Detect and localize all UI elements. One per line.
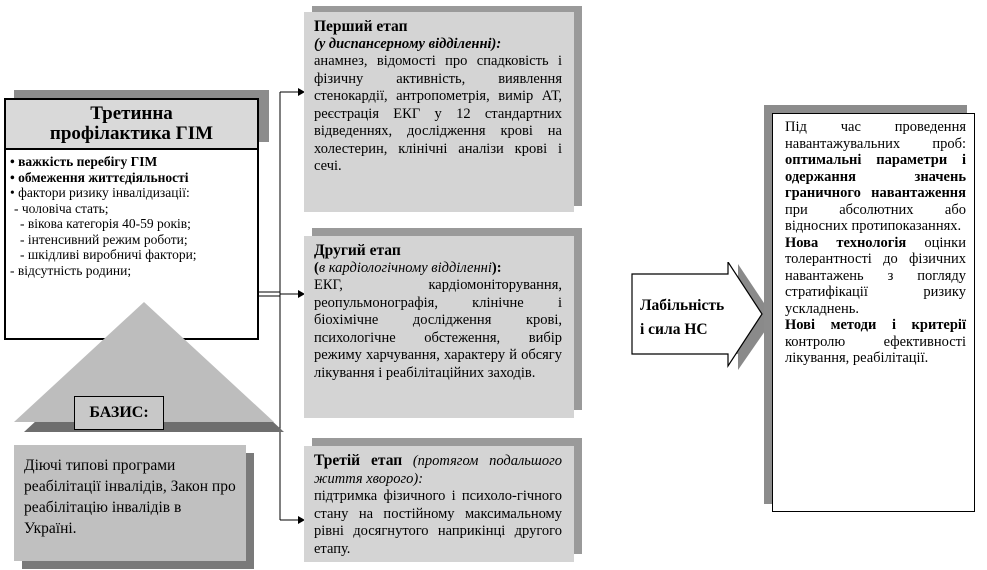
stage2-title: Другий етап	[314, 242, 401, 259]
stage2-subtitle: (в кардіологічному відділенні):	[314, 260, 562, 278]
testing-description-box: Під час проведення навантажувальних проб…	[772, 113, 975, 512]
stage2-subtitle-open: (	[314, 259, 319, 276]
stage1-text: анамнез, відомості про спадковість і фіз…	[314, 53, 562, 174]
list-item-limitation: • обмеження життєдіяльності	[10, 169, 189, 185]
risk-factor-list: • важкість перебігу ГІМ • обмеження житт…	[10, 154, 250, 278]
list-item-age: - вікова категорія 40-59 років;	[20, 216, 191, 231]
basis-text-box: Діючі типові програми реабілітації інвал…	[14, 445, 246, 561]
basis-text: Діючі типові програми реабілітації інвал…	[24, 457, 236, 537]
main-title-text: Третинна профілактика ГІМ	[49, 103, 214, 144]
stage3-heading: Третій етап (протягом подальшого життя х…	[314, 452, 562, 488]
arrowhead-stage2	[298, 290, 305, 298]
main-title: Третинна профілактика ГІМ	[4, 98, 259, 150]
right-p2-tail: оцінки толерантності до фізичних наванта…	[785, 234, 966, 317]
stage2-subtitle-italic: в кардіологічному відділенні	[318, 259, 492, 276]
arrowhead-stage3	[298, 516, 305, 524]
right-p3-bold: Нові методи і критерії	[785, 317, 966, 333]
right-p1-plain: Під час проведення навантажувальних проб…	[785, 119, 966, 152]
stage3-text: підтримка фізичного і психоло-гічного ст…	[314, 488, 562, 557]
list-item-hazard: - шкідливі виробничі фактори;	[20, 247, 197, 262]
right-p1-tail: при абсолютних або відносних протипоказа…	[785, 201, 966, 235]
arrow-shape	[631, 262, 774, 370]
basis-label-box: БАЗИС:	[74, 396, 164, 430]
basis-label: БАЗИС:	[89, 404, 149, 421]
list-item-severity: • важкість перебігу ГІМ	[10, 154, 158, 169]
list-item-work: - інтенсивний режим роботи;	[20, 231, 188, 247]
arrow-label-line1: Лабільність	[640, 297, 725, 314]
stage1-title: Перший етап	[314, 18, 408, 35]
arrow-body	[631, 262, 763, 369]
stage1-box: Перший етап (у диспансерному відділенні)…	[304, 12, 574, 212]
stage3-subtitle: (протягом подальшого життя хворого):	[314, 453, 562, 487]
arrowhead-stage1	[298, 88, 305, 96]
stage3-box: Третій етап (протягом подальшого життя х…	[304, 446, 574, 562]
arrow-label-line2: і сила НС	[640, 321, 708, 338]
right-p3-tail: контролю ефективності лікування, реабілі…	[785, 333, 966, 367]
right-p2-bold: Нова технологія	[785, 234, 907, 251]
arrow-label: Лабільність і сила НС	[640, 294, 735, 342]
list-item-male: - чоловіча стать;	[14, 200, 109, 216]
stage1-subtitle: (у диспансерному відділенні):	[314, 35, 502, 52]
stage2-subtitle-close: ):	[491, 259, 502, 276]
list-item-risk-factors: • фактори ризику інвалідизації:	[10, 185, 190, 200]
right-p1-bold: оптимальні параметри і одержання значень…	[785, 152, 966, 201]
stage2-text: ЕКГ, кардіомоніторування, реопульмоногра…	[314, 277, 562, 381]
stage3-title: Третій етап	[314, 452, 403, 469]
stage2-box: Другий етап (в кардіологічному відділенн…	[304, 236, 574, 418]
list-item-family: - відсутність родини;	[10, 262, 132, 278]
